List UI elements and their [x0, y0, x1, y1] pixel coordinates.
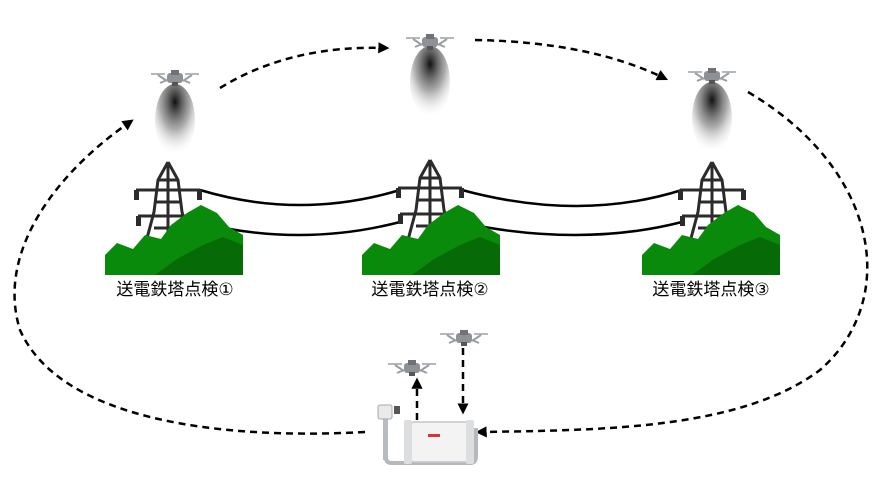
drone-icon: [687, 67, 737, 85]
drone-icon: [387, 359, 437, 377]
inspection-beam-icon: [410, 46, 450, 118]
drone-icon: [405, 33, 455, 51]
site-label-1: 送電鉄塔点検①: [116, 280, 234, 300]
flight-paths: [13, 38, 869, 438]
drone-icon: [150, 69, 200, 87]
drone-icon: [439, 329, 489, 347]
site-label-2: 送電鉄塔点検②: [371, 280, 489, 300]
site-label-3: 送電鉄塔点検③: [652, 280, 770, 300]
inspection-beam-icon: [155, 84, 195, 156]
inspection-beam-icon: [692, 82, 732, 154]
drone-port-station-icon: [377, 404, 478, 465]
